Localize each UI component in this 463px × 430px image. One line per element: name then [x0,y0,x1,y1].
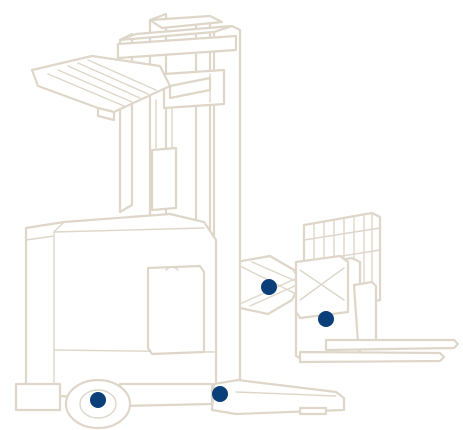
chassis [16,214,216,410]
outrigger-leg [212,380,344,414]
scissor-mechanism [236,256,348,318]
hotspot-load-wheel[interactable] [212,386,228,402]
hotspot-drive-wheel[interactable] [90,392,106,408]
hotspot-carriage[interactable] [318,311,334,327]
hotspot-scissor-reach[interactable] [261,279,277,295]
